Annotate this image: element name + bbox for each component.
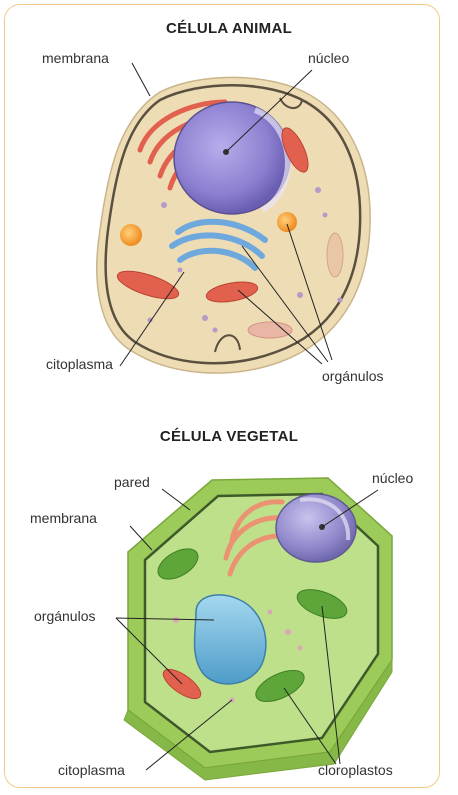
label-plant-membrana: membrana [30, 510, 97, 526]
plant-cell [116, 478, 392, 780]
label-animal-nucleo: núcleo [308, 50, 349, 66]
label-plant-pared: pared [114, 474, 150, 490]
label-plant-cloroplastos: cloroplastos [318, 762, 393, 778]
label-plant-organulos: orgánulos [34, 608, 96, 624]
label-plant-citoplasma: citoplasma [58, 762, 125, 778]
label-animal-organulos: orgánulos [322, 368, 384, 384]
animal-lysosome [120, 224, 142, 246]
label-plant-nucleo: núcleo [372, 470, 413, 486]
plant-nucleus [276, 494, 356, 562]
label-animal-membrana: membrana [42, 50, 109, 66]
animal-cell [97, 63, 370, 373]
label-animal-citoplasma: citoplasma [46, 356, 113, 372]
animal-lysosome [277, 212, 297, 232]
